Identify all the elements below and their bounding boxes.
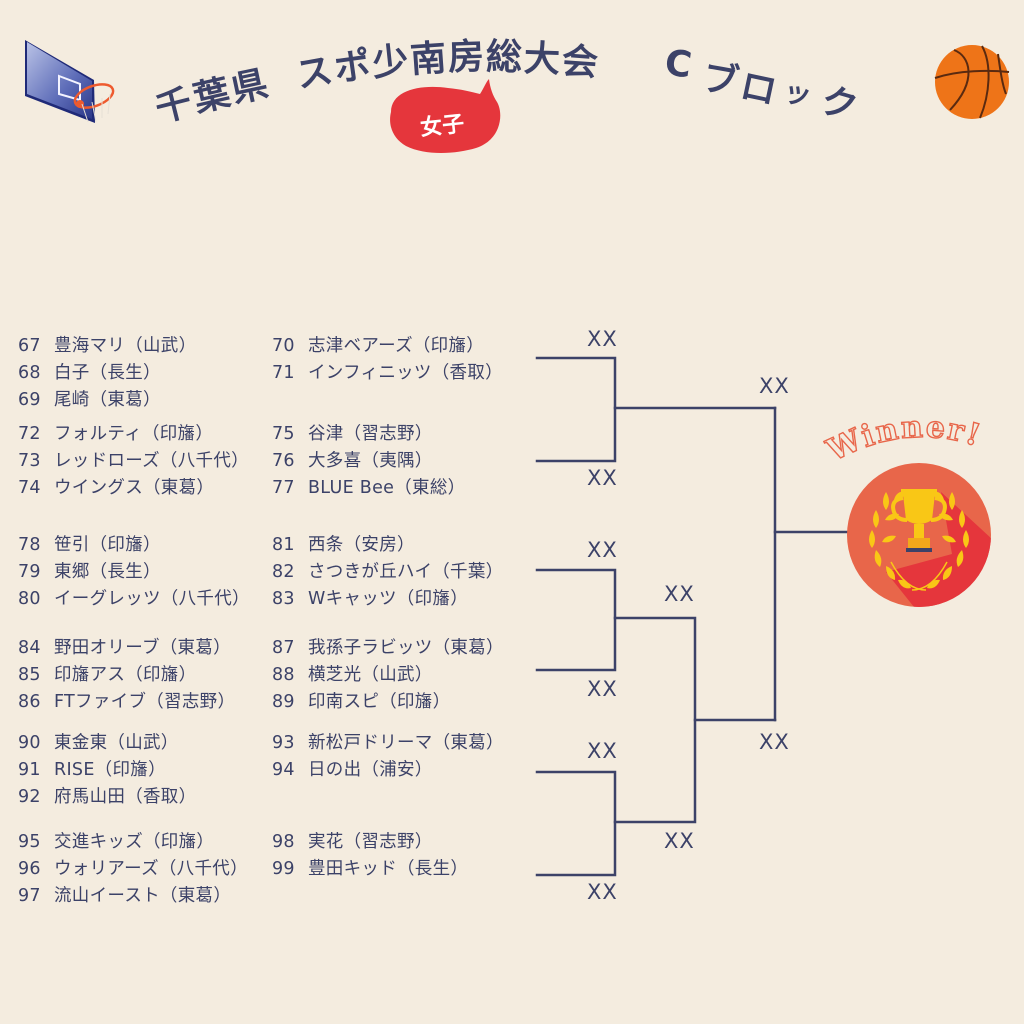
score-label: XX [587, 880, 618, 904]
score-label: XX [759, 730, 790, 754]
title-char: 総 [486, 37, 523, 78]
trophy-badge [846, 462, 992, 608]
girls-badge: 女子 [376, 74, 506, 164]
score-label: XX [587, 739, 618, 763]
score-label: XX [664, 582, 695, 606]
score-label: XX [759, 374, 790, 398]
basketball-icon [934, 44, 1010, 120]
svg-text:Winner!: Winner! [821, 412, 986, 469]
winner-label: Winner! [820, 412, 986, 470]
score-label: XX [664, 829, 695, 853]
score-label: XX [587, 327, 618, 351]
score-label: XX [587, 466, 618, 490]
score-label: XX [587, 677, 618, 701]
score-label: XX [587, 538, 618, 562]
basketball-hoop-icon [22, 38, 117, 123]
